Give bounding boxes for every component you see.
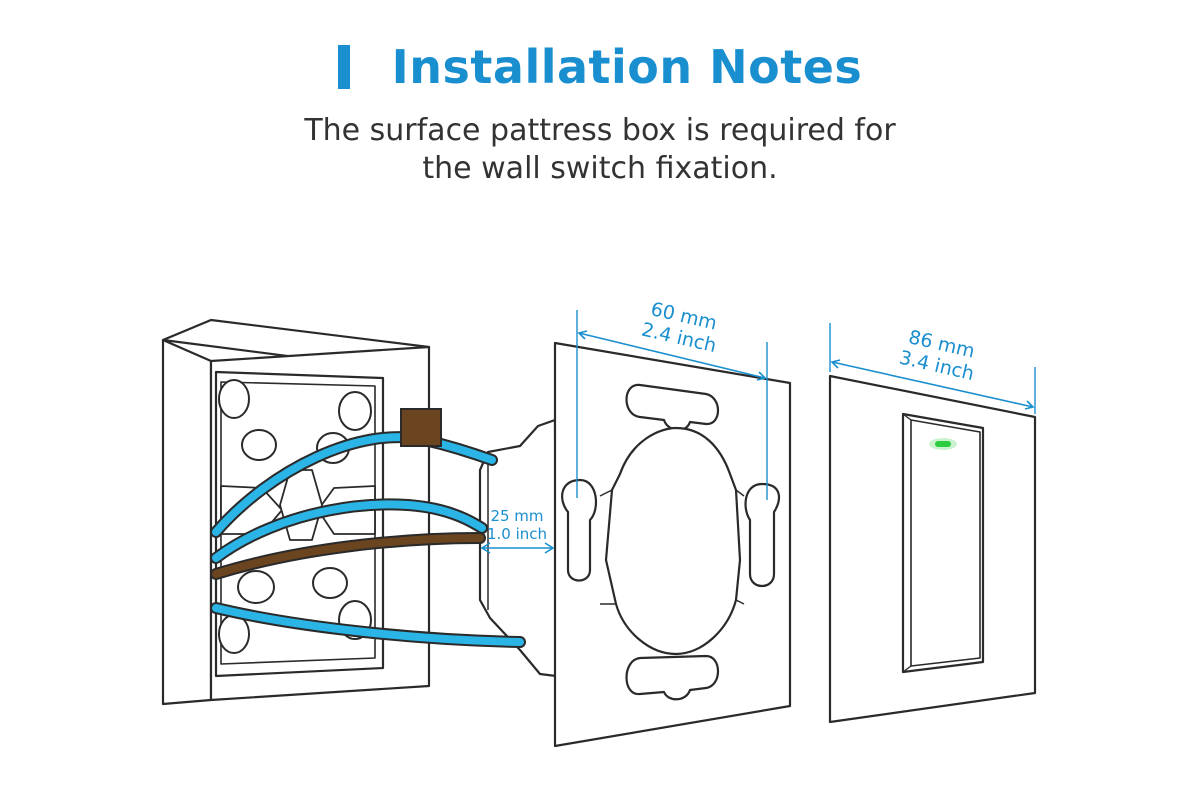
depth-inch-label: 1.0 inch [487, 525, 547, 543]
header: Installation Notes The surface pattress … [0, 40, 1200, 188]
plate-slot-left [561, 478, 598, 582]
front-panel [828, 374, 1037, 724]
wire-blue [212, 500, 486, 562]
plate-slot-right [744, 482, 781, 588]
subtitle-line-1: The surface pattress box is required for [304, 113, 896, 148]
depth-mm-label: 25 mm [490, 507, 543, 525]
led-indicator [935, 441, 951, 447]
depth-dimension: 25 mm 1.0 inch [480, 507, 555, 554]
box-side-face [161, 338, 213, 706]
plate-slot-bottom [625, 654, 720, 701]
box-middle-post [279, 469, 323, 541]
knockout-hole [218, 614, 250, 654]
knockout-hole [338, 391, 372, 431]
page-subtitle: The surface pattress box is required for… [0, 112, 1200, 188]
mounting-plate [553, 341, 792, 748]
title-row: Installation Notes [337, 40, 863, 94]
wire-blue [212, 433, 496, 536]
pattress-box [161, 318, 431, 706]
plate-central-opening [604, 426, 742, 656]
knockout-hole [312, 567, 348, 599]
rocker-button [910, 419, 981, 667]
knockout-hole [241, 429, 277, 461]
knockout-hole [237, 570, 275, 604]
wire-blue [212, 604, 524, 646]
page-title: Installation Notes [391, 40, 863, 94]
cable-clip [400, 408, 442, 447]
wire-brown [212, 534, 484, 578]
led-glow [929, 438, 957, 450]
knockout-hole [218, 379, 250, 419]
mounting-width-dimension: 60 mm 2.4 inch [576, 298, 768, 500]
vertical-bar-icon [337, 45, 350, 89]
wires [210, 431, 526, 648]
subtitle-line-2: the wall switch fixation. [422, 151, 778, 186]
